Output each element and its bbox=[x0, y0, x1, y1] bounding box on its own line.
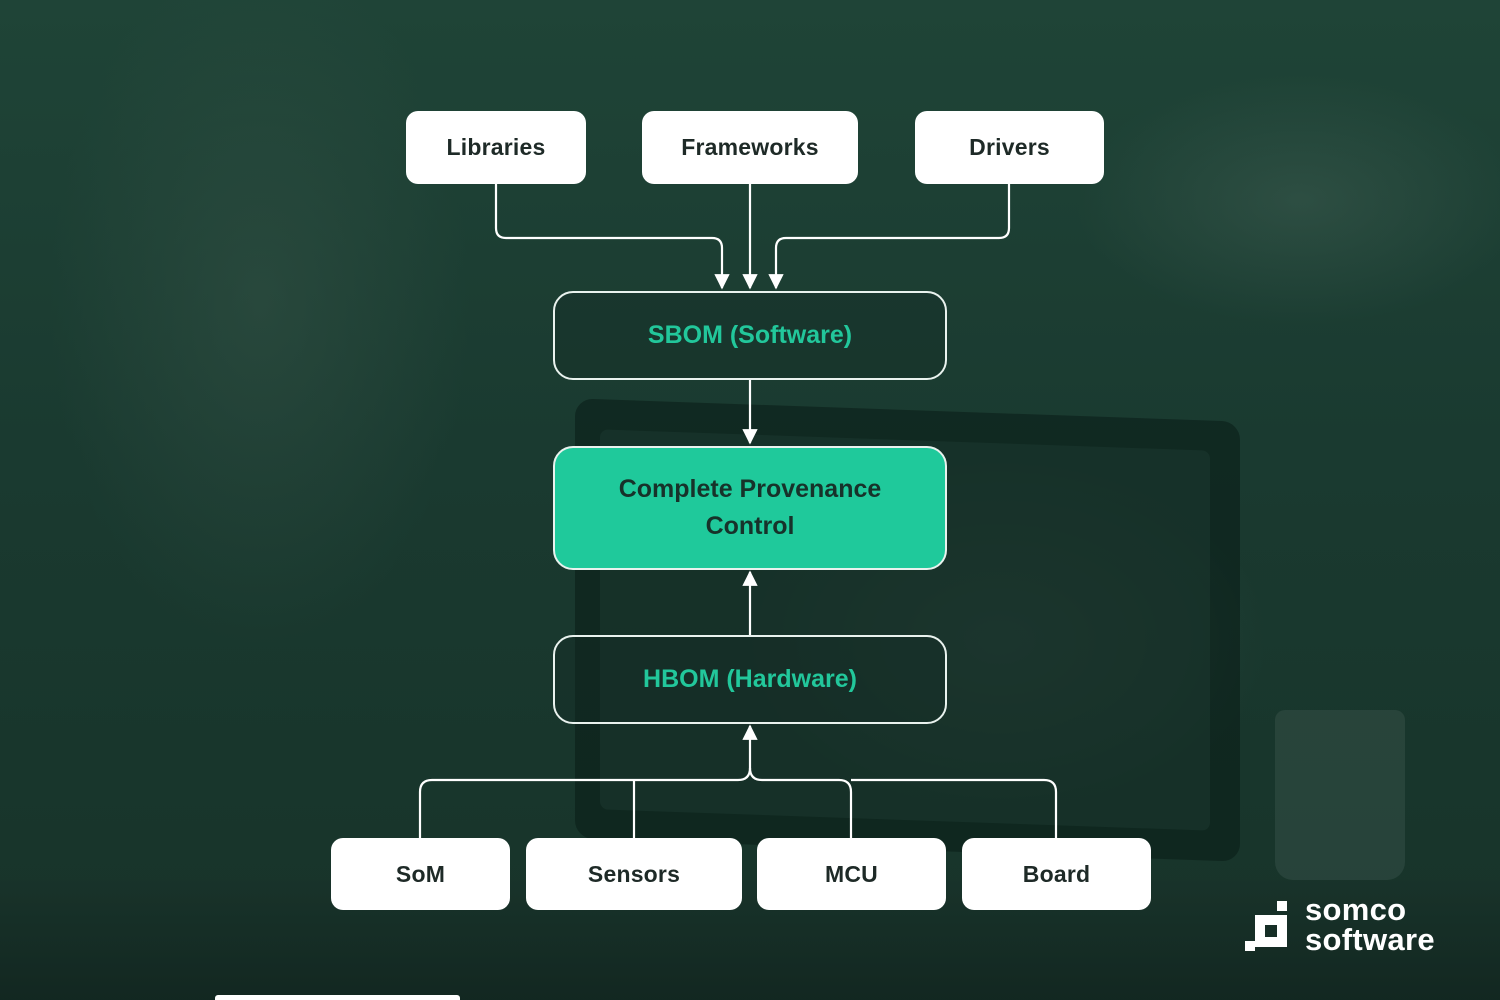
somco-logo-mark-icon bbox=[1245, 901, 1287, 951]
center-label-line2: Control bbox=[705, 512, 795, 540]
complete-provenance-box: Complete Provenance Control bbox=[553, 446, 947, 570]
board-label: Board bbox=[1022, 860, 1091, 887]
drivers-box: Drivers bbox=[915, 111, 1104, 184]
sensors-box: Sensors bbox=[526, 838, 742, 910]
complete-provenance-text: Complete Provenance Control bbox=[619, 471, 882, 545]
frameworks-label: Frameworks bbox=[681, 134, 819, 160]
hbom-label: HBOM (Hardware) bbox=[643, 665, 857, 693]
sensors-label: Sensors bbox=[587, 860, 681, 887]
som-label: SoM bbox=[395, 860, 446, 887]
brand-line1: somco bbox=[1305, 892, 1407, 927]
libraries-label: Libraries bbox=[446, 134, 546, 160]
som-box: SoM bbox=[331, 838, 510, 910]
background-table bbox=[0, 880, 1500, 1000]
sbom-box: SBOM (Software) bbox=[553, 291, 947, 380]
frameworks-box: Frameworks bbox=[642, 111, 858, 184]
brand-line2: software bbox=[1305, 922, 1435, 957]
bottom-edge-bar bbox=[215, 995, 460, 1000]
sbom-label: SBOM (Software) bbox=[647, 321, 853, 349]
drivers-label: Drivers bbox=[969, 134, 1050, 160]
center-label-line1: Complete Provenance bbox=[618, 475, 882, 503]
connector-drivers-sbom bbox=[768, 184, 1011, 290]
background-cup bbox=[1275, 710, 1405, 880]
mcu-box: MCU bbox=[757, 838, 946, 910]
connector-board-hbom bbox=[851, 778, 1058, 838]
somco-software-logo: somco software bbox=[1243, 892, 1463, 957]
mcu-label: MCU bbox=[825, 860, 878, 887]
hbom-box: HBOM (Hardware) bbox=[553, 635, 947, 724]
libraries-box: Libraries bbox=[406, 111, 586, 184]
connector-libraries-sbom bbox=[494, 184, 730, 290]
board-box: Board bbox=[962, 838, 1151, 910]
connector-som-hbom bbox=[418, 724, 758, 838]
connector-mcu-hbom bbox=[748, 767, 853, 838]
